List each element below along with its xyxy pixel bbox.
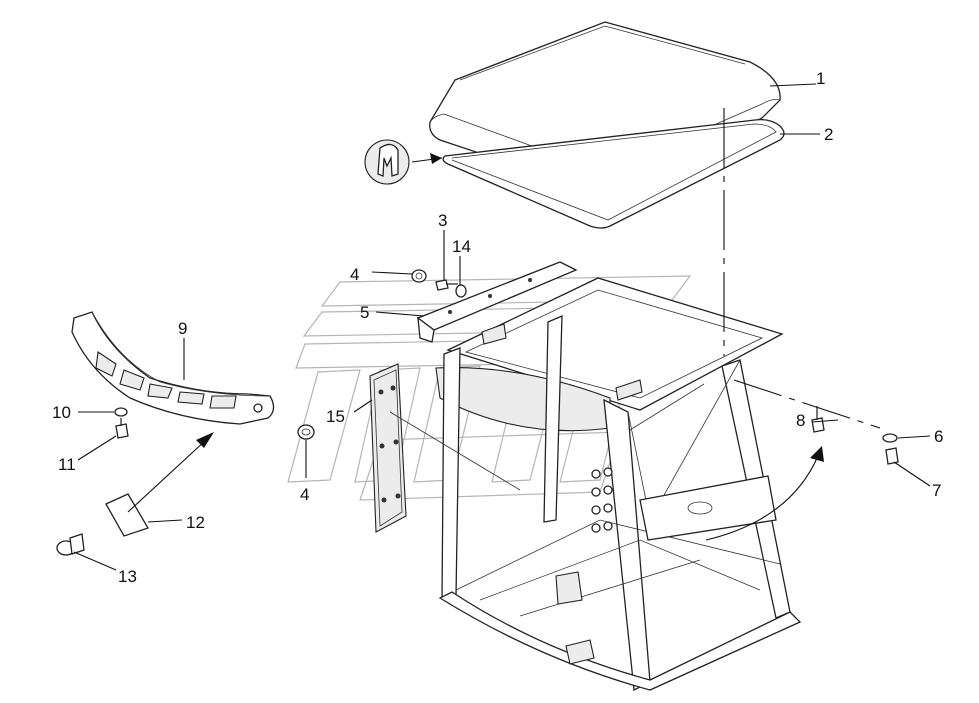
cab-wall-holes [591, 467, 613, 533]
assembly-arrow [127, 432, 214, 513]
screw-7[interactable] [885, 447, 899, 465]
front-trim-strip[interactable] [71, 311, 275, 425]
curved-assembly-arrow [705, 446, 824, 541]
roof-mounting-bracket[interactable] [416, 261, 578, 343]
callout-3: 3 [438, 211, 447, 230]
roof-seal[interactable] [442, 118, 785, 229]
callout-15: 15 [326, 407, 345, 426]
trim-washer[interactable] [114, 407, 128, 417]
trim-screw[interactable] [115, 418, 129, 439]
callout-labels: 1 2 3 14 4 5 9 15 10 11 4 8 6 7 12 13 [52, 69, 943, 586]
mounting-pad[interactable] [369, 363, 521, 533]
callout-14: 14 [452, 237, 471, 256]
clip-fastener[interactable] [56, 533, 85, 556]
callout-4-lower: 4 [300, 485, 309, 504]
callout-7: 7 [932, 481, 941, 500]
callout-13: 13 [118, 567, 137, 586]
bolt-8[interactable] [811, 406, 825, 433]
callout-8: 8 [796, 411, 805, 430]
cab-frame[interactable] [435, 277, 802, 692]
center-lines [723, 108, 881, 429]
seal-section-detail [364, 139, 443, 185]
callout-10: 10 [52, 403, 71, 422]
leader-lines [73, 83, 931, 571]
callout-1: 1 [816, 69, 825, 88]
callout-12: 12 [186, 513, 205, 532]
washer[interactable] [455, 284, 467, 298]
callout-9: 9 [178, 319, 187, 338]
plug-grommet-top[interactable] [411, 269, 427, 283]
callout-2: 2 [824, 125, 833, 144]
decal-label[interactable] [105, 493, 149, 537]
callout-4-top: 4 [350, 265, 359, 284]
plug-grommet-lower[interactable] [297, 424, 315, 440]
callout-5: 5 [360, 303, 369, 322]
callout-11: 11 [58, 455, 76, 474]
washer-6[interactable] [882, 433, 898, 443]
screw[interactable] [435, 279, 458, 291]
callout-6: 6 [934, 427, 943, 446]
